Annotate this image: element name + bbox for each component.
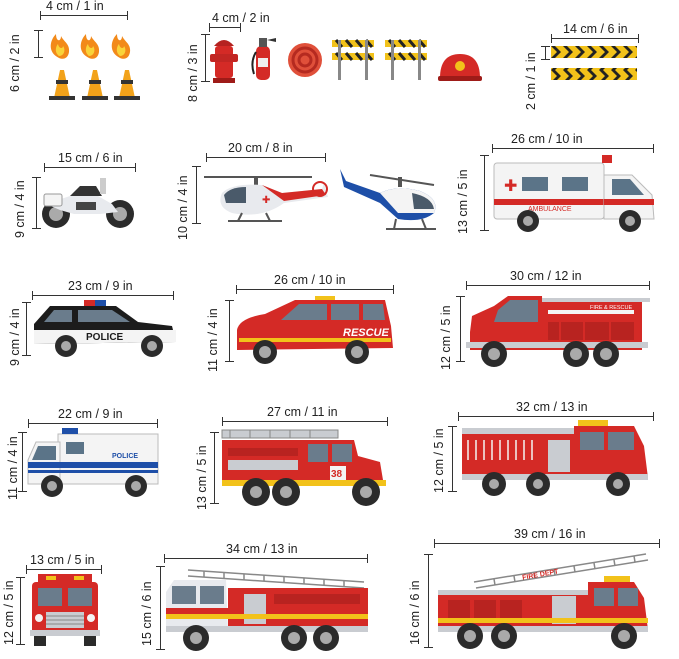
tools-width-label: 4 cm / 2 in xyxy=(212,11,270,25)
fire-rescue-width-label: 30 cm / 12 in xyxy=(510,269,582,283)
flame-icon xyxy=(80,34,100,59)
rescue-suv-width-line xyxy=(236,285,394,294)
fire-truck-38-width-label: 27 cm / 11 in xyxy=(267,405,338,419)
fire-dept-height-label: 16 cm / 6 in xyxy=(408,580,422,645)
front-truck-height-line xyxy=(16,577,25,645)
helicopters-width-line xyxy=(206,153,326,162)
fire-rescue-truck-sticker: FIRE & RESCUE xyxy=(464,292,652,370)
fire-rescue-height-label: 12 cm / 5 in xyxy=(439,305,453,370)
fire-dept-truck-sticker: FIRE DEPT xyxy=(434,552,652,652)
ambulance-height-label: 13 cm / 5 in xyxy=(456,169,470,234)
ambulance-height-line xyxy=(480,155,489,231)
ladder-truck-width-label: 34 cm / 13 in xyxy=(226,542,298,556)
fire-dept-width-label: 39 cm / 16 in xyxy=(514,527,586,541)
fire-extinguisher-icon xyxy=(251,38,276,80)
fire-truck-38-width-line xyxy=(222,417,388,426)
police-van-sticker: POLICE xyxy=(26,428,162,498)
police-suv-height-line xyxy=(22,302,31,356)
helicopters-height-label: 10 cm / 4 in xyxy=(176,175,190,240)
flame-icon xyxy=(111,34,131,59)
pumper-truck-width-line xyxy=(458,412,654,421)
traffic-cone-icon xyxy=(49,70,75,100)
motorcycle-width-label: 15 cm / 6 in xyxy=(58,151,123,165)
front-truck-width-label: 13 cm / 5 in xyxy=(30,553,95,567)
police-suv-width-label: 23 cm / 9 in xyxy=(68,279,133,293)
svg-text:✚: ✚ xyxy=(504,178,517,195)
motorcycle-width-line xyxy=(44,163,136,172)
police-suv-sticker: POLICE xyxy=(32,300,178,358)
fire-dept-width-line xyxy=(434,539,660,548)
svg-text:38: 38 xyxy=(331,469,343,480)
flames-and-cones-sticker xyxy=(44,22,144,102)
flame-icon xyxy=(50,34,70,59)
svg-text:POLICE: POLICE xyxy=(112,453,138,460)
police-van-height-line xyxy=(18,432,27,492)
pumper-truck-sticker xyxy=(458,420,656,500)
stripes-width-label: 14 cm / 6 in xyxy=(563,22,628,36)
tools-height-label: 8 cm / 3 in xyxy=(186,44,200,102)
police-suv-height-label: 9 cm / 4 in xyxy=(8,308,22,366)
fire-truck-38-height-line xyxy=(210,432,219,504)
ladder-truck-width-line xyxy=(164,554,368,563)
flames-width-line xyxy=(40,11,128,20)
police-van-width-label: 22 cm / 9 in xyxy=(58,407,123,421)
police-van-width-line xyxy=(28,419,158,428)
tools-height-line xyxy=(201,34,210,82)
police-motorcycle-sticker xyxy=(40,174,138,230)
svg-text:✚: ✚ xyxy=(262,195,270,206)
rescue-suv-height-label: 11 cm / 4 in xyxy=(206,308,220,372)
police-suv-width-line xyxy=(32,291,174,300)
motorcycle-height-line xyxy=(32,177,41,229)
fire-tools-sticker xyxy=(210,32,485,86)
fire-helmet-icon xyxy=(438,54,482,81)
fire-rescue-height-line xyxy=(456,296,465,362)
front-truck-height-label: 12 cm / 5 in xyxy=(2,580,16,645)
motorcycle-height-label: 9 cm / 4 in xyxy=(13,180,27,238)
ladder-truck-sticker xyxy=(164,562,370,656)
rescue-suv-width-label: 26 cm / 10 in xyxy=(274,273,346,287)
flames-width-label: 4 cm / 1 in xyxy=(46,0,104,13)
svg-text:FIRE & RESCUE: FIRE & RESCUE xyxy=(590,305,633,311)
fire-dept-height-line xyxy=(424,554,433,648)
fire-hose-icon xyxy=(288,43,322,77)
fire-truck-38-height-label: 13 cm / 5 in xyxy=(195,445,209,510)
front-truck-width-line xyxy=(26,565,102,574)
hazard-stripes-sticker xyxy=(551,46,639,82)
tools-width-line xyxy=(209,23,241,32)
ladder-truck-height-line xyxy=(156,566,165,650)
pumper-truck-width-label: 32 cm / 13 in xyxy=(516,400,588,414)
helicopters-height-line xyxy=(192,166,201,224)
svg-text:RESCUE: RESCUE xyxy=(343,327,390,339)
barrier-icon xyxy=(332,39,374,80)
ambulance-sticker: ✚ AMBULANCE xyxy=(492,155,658,235)
pumper-truck-height-label: 12 cm / 5 in xyxy=(432,428,446,493)
ambulance-width-label: 26 cm / 10 in xyxy=(511,132,583,146)
barrier-icon xyxy=(385,39,427,80)
pumper-truck-height-line xyxy=(448,426,457,492)
ambulance-width-line xyxy=(492,144,654,153)
fire-rescue-width-line xyxy=(466,281,650,290)
fire-truck-38-sticker: 38 xyxy=(220,428,390,510)
helicopters-width-label: 20 cm / 8 in xyxy=(228,141,293,155)
flames-height-line xyxy=(34,30,43,58)
traffic-cone-icon xyxy=(82,70,108,100)
svg-text:POLICE: POLICE xyxy=(86,332,124,343)
helicopters-sticker: ✚ xyxy=(202,163,442,239)
svg-text:AMBULANCE: AMBULANCE xyxy=(528,206,572,213)
stripes-height-label: 2 cm / 1 in xyxy=(524,52,538,110)
rescue-helicopter-icon: ✚ xyxy=(204,176,328,222)
ladder-truck-height-label: 15 cm / 6 in xyxy=(140,581,154,646)
flames-height-label: 6 cm / 2 in xyxy=(8,34,22,92)
rescue-suv-height-line xyxy=(225,300,234,362)
fire-hydrant-icon xyxy=(210,40,238,83)
stripes-height-line xyxy=(541,46,550,60)
stripes-width-line xyxy=(551,34,639,43)
rescue-suv-sticker: RESCUE xyxy=(235,296,397,366)
traffic-cone-icon xyxy=(114,70,140,100)
front-view-truck-sticker xyxy=(28,574,102,648)
police-helicopter-icon xyxy=(340,169,436,230)
